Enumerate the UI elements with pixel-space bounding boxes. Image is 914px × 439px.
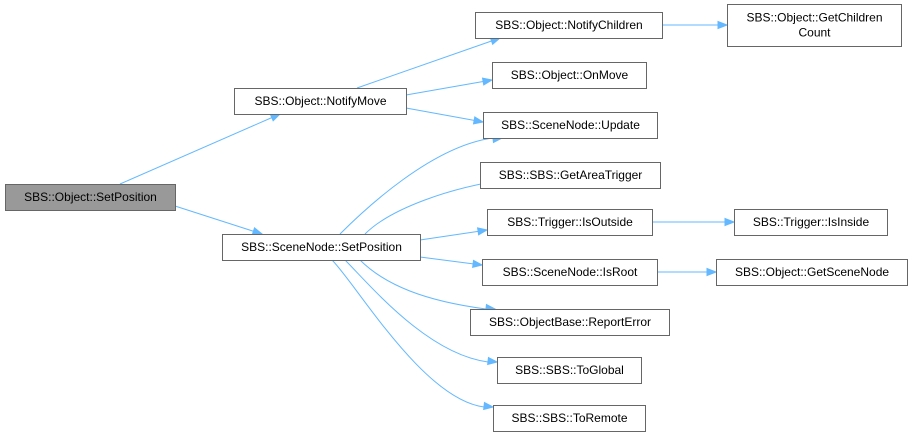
node-box bbox=[716, 259, 908, 286]
node-scenenode-set-position[interactable]: SBS::SceneNode::SetPosition bbox=[222, 234, 421, 261]
node-label: SBS::Object::NotifyMove bbox=[254, 94, 386, 108]
edge-line bbox=[356, 40, 492, 89]
edge-notify_move-to-notify_children bbox=[356, 37, 502, 89]
node-is-outside[interactable]: SBS::Trigger::IsOutside bbox=[487, 209, 653, 236]
edge-line bbox=[405, 81, 484, 96]
arrowhead-set_position-to-notify_move bbox=[269, 113, 282, 122]
node-to-global[interactable]: SBS::SBS::ToGlobal bbox=[497, 357, 642, 384]
node-box bbox=[493, 405, 646, 432]
node-box bbox=[727, 4, 902, 47]
edge-line bbox=[405, 107, 475, 121]
node-box bbox=[480, 162, 661, 189]
edge-is_root-to-get_scene_node bbox=[657, 267, 718, 277]
node-box bbox=[5, 184, 176, 211]
arrowhead-notify_children-to-get_children_count bbox=[717, 20, 729, 30]
node-box bbox=[487, 209, 653, 236]
node-box bbox=[222, 234, 421, 261]
edge-set_position-to-notify_move bbox=[119, 113, 282, 185]
node-label: SBS::SceneNode::SetPosition bbox=[241, 240, 402, 254]
nodes-layer: SBS::Object::SetPosition SBS::Object::Not… bbox=[5, 4, 908, 432]
edge-is_outside-to-is_inside bbox=[652, 217, 736, 227]
edge-line bbox=[419, 230, 479, 241]
node-box bbox=[734, 209, 888, 236]
edge-line bbox=[339, 137, 494, 235]
node-label: SBS::Object::SetPosition bbox=[24, 190, 157, 204]
arrowhead-set_position-to-scenenode_set_position bbox=[251, 227, 264, 236]
edge-scenenode_set_position-to-report_error bbox=[359, 259, 497, 313]
edge-scenenode_set_position-to-is_root bbox=[419, 256, 484, 268]
edge-line bbox=[119, 117, 272, 185]
node-notify-children[interactable]: SBS::Object::NotifyChildren bbox=[475, 12, 663, 39]
edge-notify_move-to-on_move bbox=[405, 77, 494, 96]
node-label: SBS::SceneNode::IsRoot bbox=[503, 265, 638, 279]
edge-notify_move-to-update bbox=[405, 107, 485, 125]
node-label: SBS::Trigger::IsInside bbox=[753, 215, 870, 229]
node-label: SBS::SBS::ToGlobal bbox=[515, 363, 624, 377]
node-notify-move[interactable]: SBS::Object::NotifyMove bbox=[234, 88, 407, 115]
edge-line bbox=[331, 259, 485, 408]
edge-scenenode_set_position-to-is_outside bbox=[419, 227, 489, 241]
edge-line bbox=[419, 256, 474, 265]
node-label: SBS::ObjectBase::ReportError bbox=[489, 315, 651, 329]
node-box bbox=[497, 357, 642, 384]
edges-layer bbox=[119, 20, 736, 411]
arrowhead-scenenode_set_position-to-is_outside bbox=[476, 227, 489, 236]
node-label: SBS::Trigger::IsOutside bbox=[507, 215, 633, 229]
node-box bbox=[492, 62, 647, 89]
node-report-error[interactable]: SBS::ObjectBase::ReportError bbox=[470, 309, 670, 336]
node-box bbox=[470, 309, 670, 336]
arrowhead-notify_move-to-on_move bbox=[481, 77, 494, 86]
node-label: SBS::SBS::ToRemote bbox=[511, 411, 627, 425]
node-label: SBS::Object::GetSceneNode bbox=[735, 265, 889, 279]
node-label: SBS::SceneNode::Update bbox=[501, 118, 640, 132]
arrowhead-scenenode_set_position-to-is_root bbox=[472, 259, 484, 268]
node-label: SBS::SBS::GetAreaTrigger bbox=[499, 168, 643, 182]
arrowhead-scenenode_set_position-to-to_global bbox=[487, 356, 499, 366]
edge-notify_children-to-get_children_count bbox=[662, 20, 729, 30]
arrowhead-is_outside-to-is_inside bbox=[724, 217, 736, 227]
arrowhead-notify_move-to-update bbox=[472, 116, 485, 125]
node-get-area-trigger[interactable]: SBS::SBS::GetAreaTrigger bbox=[480, 162, 661, 189]
node-box bbox=[483, 112, 658, 139]
node-label: SBS::Object::OnMove bbox=[511, 68, 629, 82]
node-on-move[interactable]: SBS::Object::OnMove bbox=[492, 62, 647, 89]
node-is-inside[interactable]: SBS::Trigger::IsInside bbox=[734, 209, 888, 236]
node-box bbox=[234, 88, 407, 115]
node-label: Count bbox=[798, 26, 831, 40]
edge-line bbox=[359, 259, 487, 310]
edge-line bbox=[174, 205, 254, 232]
arrowhead-scenenode_set_position-to-to_remote bbox=[483, 401, 495, 411]
node-get-scene-node[interactable]: SBS::Object::GetSceneNode bbox=[716, 259, 908, 286]
node-update[interactable]: SBS::SceneNode::Update bbox=[483, 112, 658, 139]
arrowhead-is_root-to-get_scene_node bbox=[706, 267, 718, 277]
edge-scenenode_set_position-to-to_global bbox=[344, 259, 499, 366]
node-set-position[interactable]: SBS::Object::SetPosition bbox=[5, 184, 176, 211]
node-label: SBS::Object::NotifyChildren bbox=[495, 18, 642, 32]
node-is-root[interactable]: SBS::SceneNode::IsRoot bbox=[482, 259, 658, 286]
edge-line bbox=[344, 259, 489, 363]
edge-scenenode_set_position-to-to_remote bbox=[331, 259, 495, 411]
node-box bbox=[475, 12, 663, 39]
edge-set_position-to-scenenode_set_position bbox=[174, 205, 264, 236]
node-label: SBS::Object::GetChildren bbox=[746, 11, 882, 25]
node-box bbox=[482, 259, 658, 286]
node-to-remote[interactable]: SBS::SBS::ToRemote bbox=[493, 405, 646, 432]
